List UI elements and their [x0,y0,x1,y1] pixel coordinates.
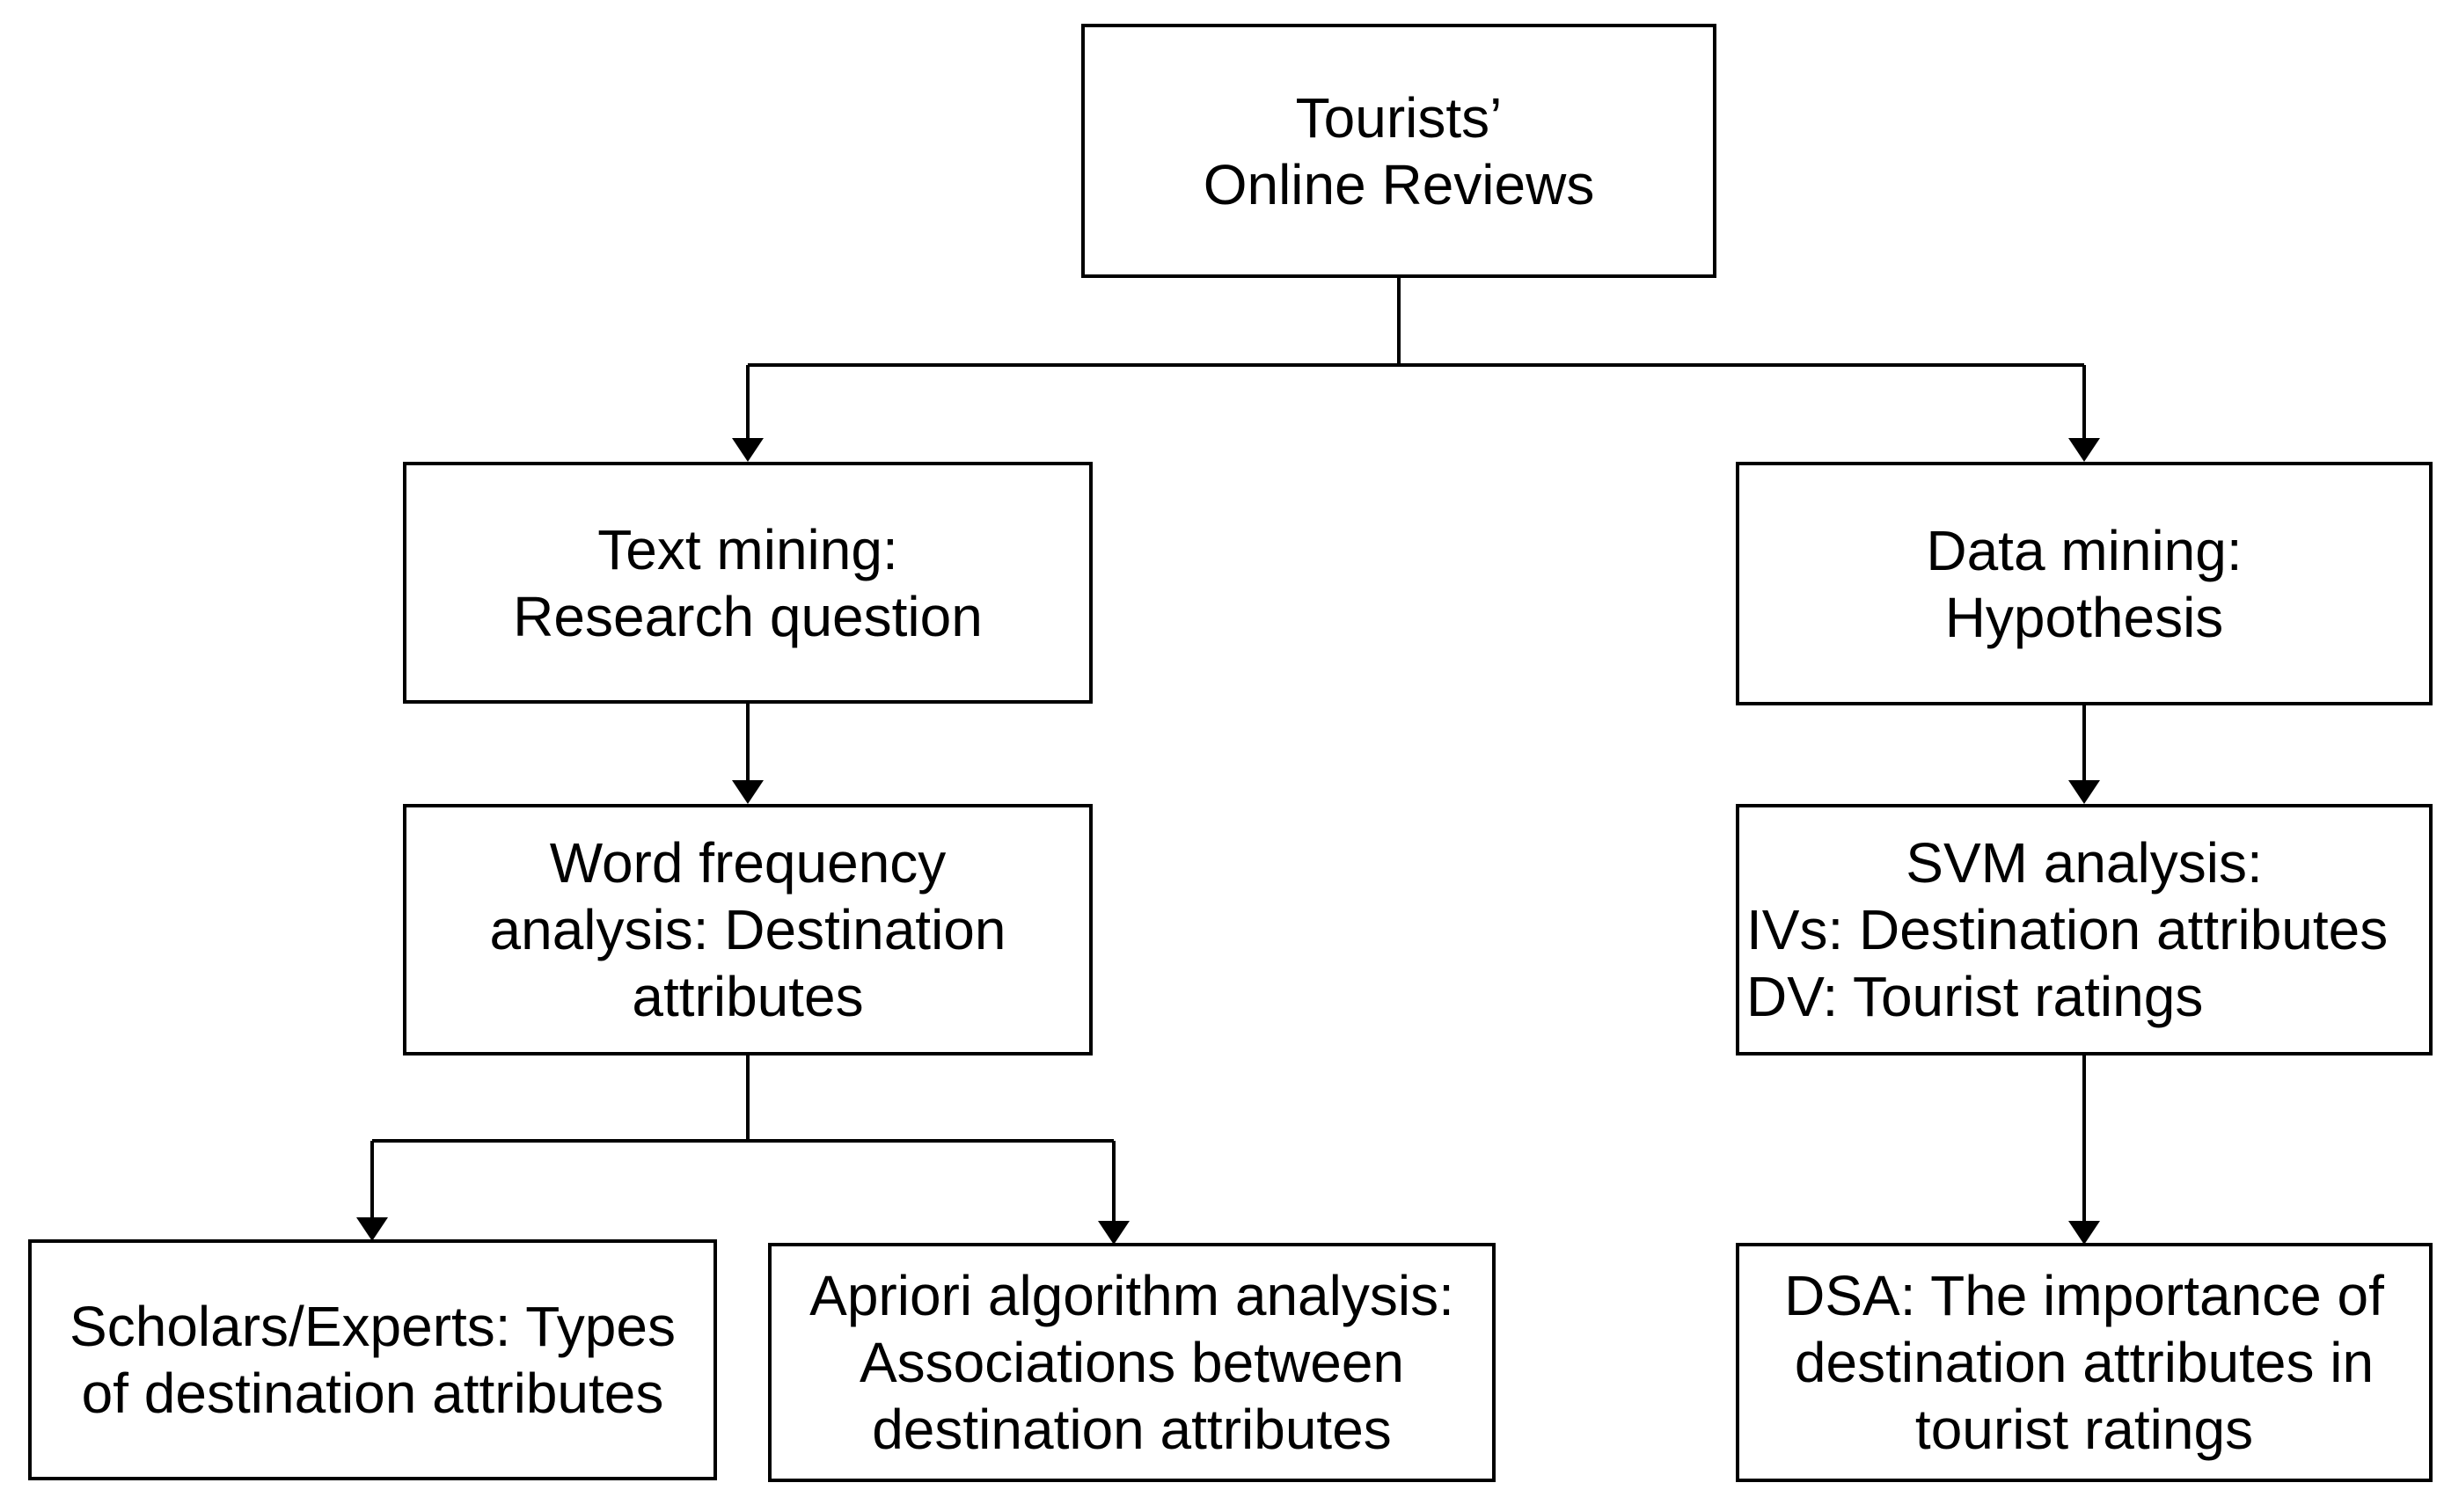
node-word-frequency-analysis-label: Word frequency analysis: Destination att… [489,831,1006,1028]
node-apriori-algorithm: Apriori algorithm analysis: Associations… [768,1243,1496,1482]
node-data-mining: Data mining: Hypothesis [1736,462,2433,705]
node-svm-analysis-details: IVs: Destination attributes DV: Tourist … [1746,898,2389,1028]
node-dsa-importance-label: DSA: The importance of destination attri… [1784,1264,2384,1461]
arrowhead-to-apriori [1098,1221,1130,1245]
arrowhead-to-scholars [356,1217,388,1241]
node-scholars-experts-label: Scholars/Experts: Types of destination a… [70,1295,676,1425]
arrowhead-to-svm [2068,780,2100,804]
node-svm-analysis: SVM analysis: IVs: Destination attribute… [1736,804,2433,1055]
node-apriori-algorithm-label: Apriori algorithm analysis: Associations… [809,1264,1454,1461]
node-text-mining: Text mining: Research question [403,462,1093,704]
arrowhead-to-data-mining [2068,438,2100,462]
node-data-mining-label: Data mining: Hypothesis [1926,518,2243,649]
node-tourists-online-reviews: Tourists’ Online Reviews [1081,24,1716,278]
edge-root-branch-line [746,278,2086,438]
arrowhead-to-dsa [2068,1221,2100,1245]
arrowhead-to-text-mining [732,438,764,462]
node-tourists-online-reviews-label: Tourists’ Online Reviews [1203,85,1595,216]
node-text-mining-label: Text mining: Research question [513,517,983,648]
node-dsa-importance: DSA: The importance of destination attri… [1736,1243,2433,1482]
node-word-frequency-analysis: Word frequency analysis: Destination att… [403,804,1093,1055]
node-svm-analysis-title: SVM analysis: [1906,831,2263,895]
node-scholars-experts: Scholars/Experts: Types of destination a… [28,1239,717,1480]
edge-word-frequency-branch-line [370,1055,1116,1221]
arrowhead-to-word-frequency [732,780,764,804]
